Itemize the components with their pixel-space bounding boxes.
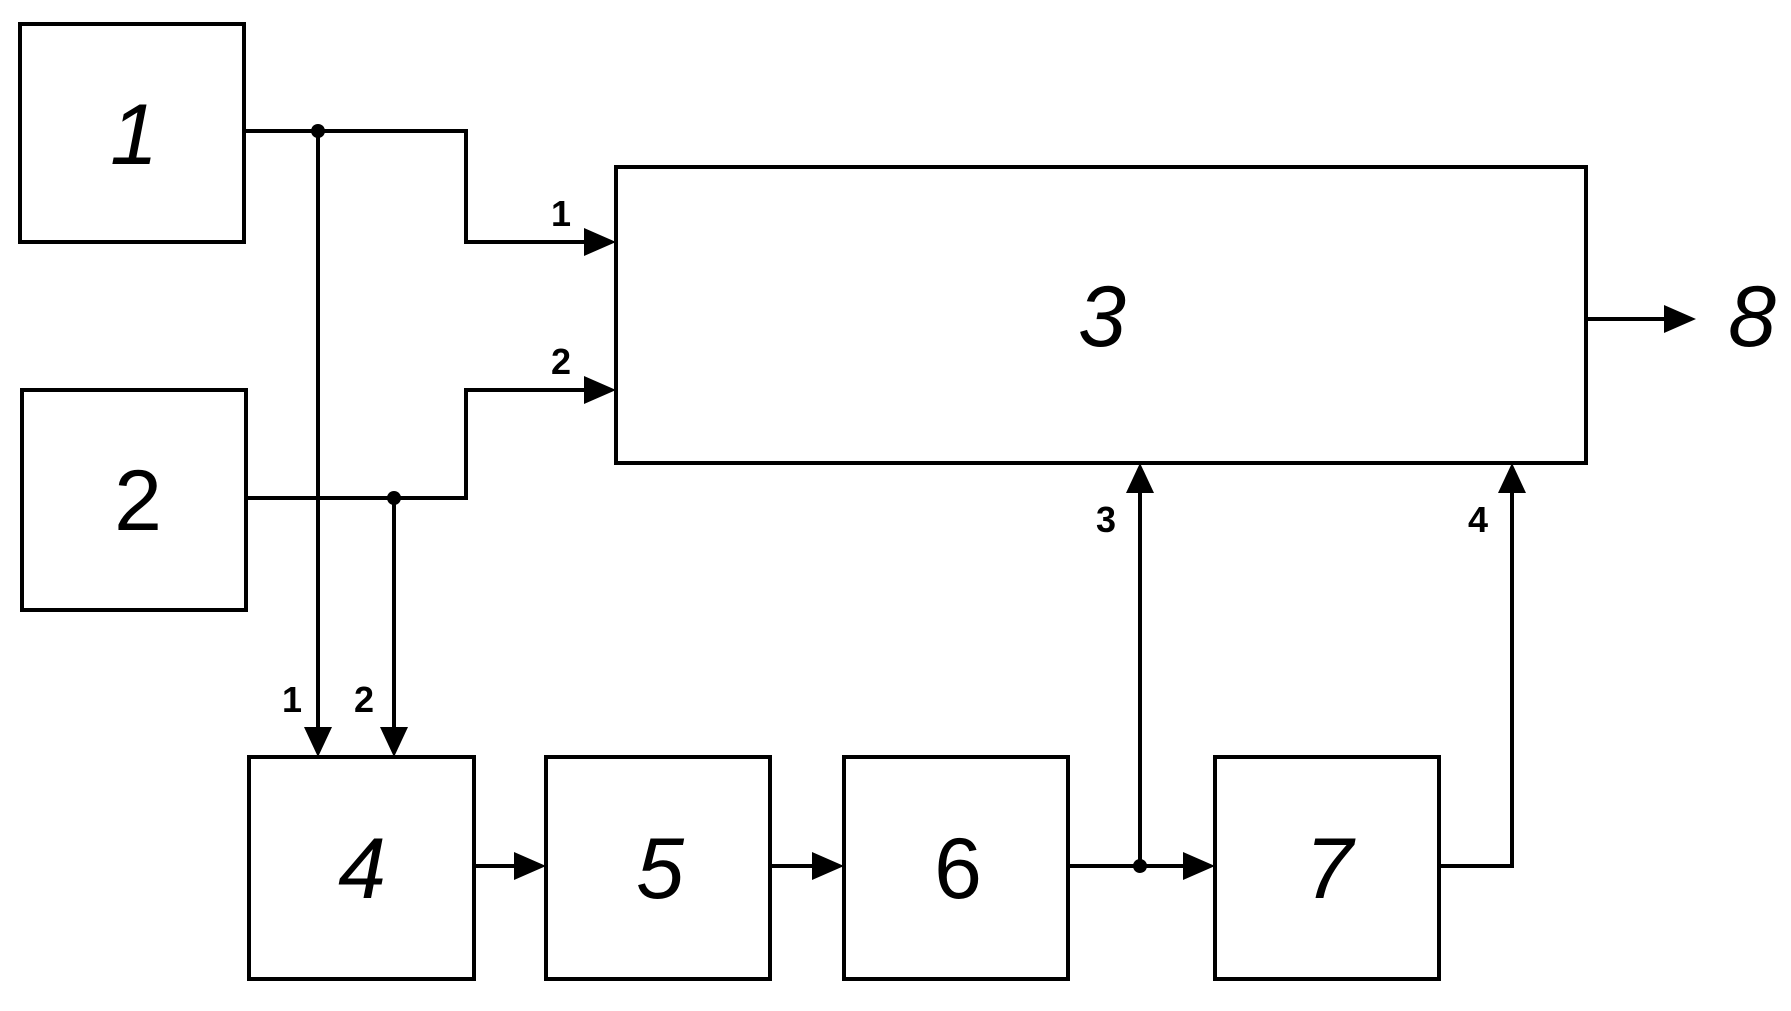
junction-block2-tap — [387, 491, 401, 505]
arrowhead-3-in4 — [1498, 463, 1526, 493]
junction-block1-tap — [311, 124, 325, 138]
wire-1-to-3 — [244, 131, 586, 242]
port-label-3-in3: 3 — [1096, 499, 1116, 540]
block-5-label: 5 — [636, 821, 685, 917]
block-7-label: 7 — [1305, 821, 1356, 917]
port-label-4-in2: 2 — [354, 679, 374, 720]
wire-2-to-3 — [246, 390, 586, 498]
block-6-label: 6 — [934, 821, 982, 917]
wire-7-to-3 — [1439, 490, 1512, 866]
block-3-label: 3 — [1078, 269, 1126, 365]
port-label-3-in1: 1 — [551, 193, 571, 234]
arrowhead-4-in1 — [304, 727, 332, 757]
arrowhead-4-in2 — [380, 727, 408, 757]
output-8-label: 8 — [1728, 269, 1776, 365]
junction-block6-tap — [1133, 859, 1147, 873]
port-label-4-in1: 1 — [282, 679, 302, 720]
arrowhead-5-in — [514, 852, 546, 880]
arrowhead-3-in1 — [584, 228, 616, 256]
arrowhead-7-in — [1183, 852, 1215, 880]
port-label-3-in2: 2 — [551, 341, 571, 382]
block-4-label: 4 — [338, 821, 386, 917]
arrowhead-3-in3 — [1126, 463, 1154, 493]
block-1-label: 1 — [110, 87, 158, 183]
arrowhead-output-8 — [1664, 305, 1696, 333]
block-2-label: 2 — [114, 453, 162, 549]
arrowhead-3-in2 — [584, 376, 616, 404]
port-label-3-in4: 4 — [1468, 499, 1488, 540]
arrowhead-6-in — [812, 852, 844, 880]
